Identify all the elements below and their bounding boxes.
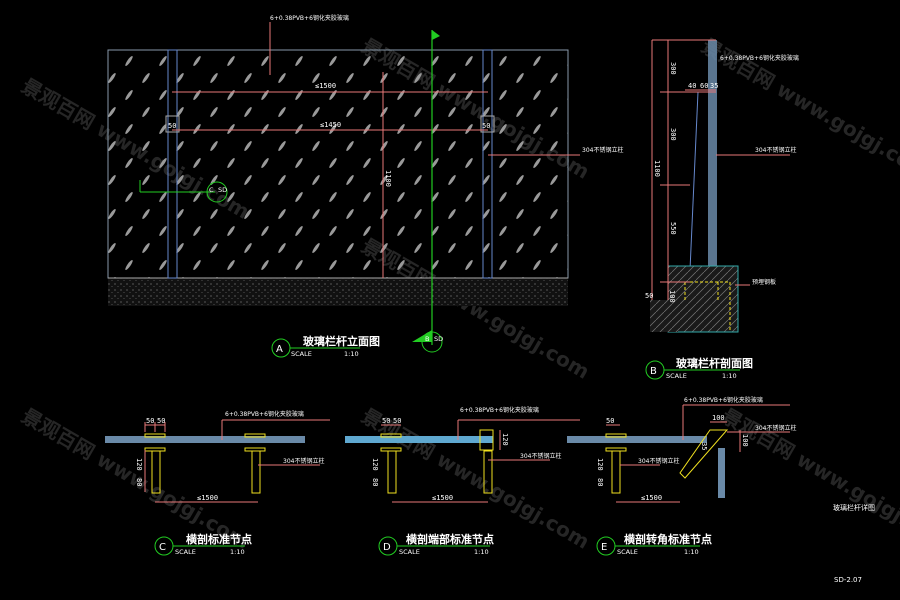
post-right: [480, 49, 495, 279]
svg-text:50: 50: [393, 417, 401, 425]
svg-text:304不锈钢立柱: 304不锈钢立柱: [755, 424, 796, 432]
svg-text:B: B: [650, 366, 657, 377]
view-a-title: A 玻璃栏杆立面图 SCALE 1:10: [271, 334, 380, 358]
view-c-detail: 50 50 120 80 ≤1500 6+0.38PVB+6钢化夹胶玻璃 304…: [105, 410, 330, 556]
glass-panel: [107, 49, 569, 279]
svg-text:SCALE: SCALE: [399, 548, 420, 556]
svg-text:D: D: [383, 542, 391, 553]
sheet-title: 玻璃栏杆详图: [833, 503, 875, 512]
svg-text:50: 50: [645, 292, 653, 300]
view-d-detail: 50 50 120 80 ≤1500 120 6+0.38PVB+6钢化夹胶玻璃…: [345, 406, 580, 556]
svg-text:1:10: 1:10: [684, 548, 699, 556]
svg-text:SCALE: SCALE: [617, 548, 638, 556]
svg-text:50: 50: [157, 417, 165, 425]
section-marker-b[interactable]: B SD: [412, 330, 443, 353]
svg-text:120: 120: [135, 458, 143, 471]
svg-text:40: 40: [688, 82, 696, 90]
view-b-section: 300 300 550 1100 40 60 35 50 100 6+0.38P…: [645, 39, 799, 380]
svg-text:120: 120: [596, 458, 604, 471]
svg-text:6+0.38PVB+6钢化夹胶玻璃: 6+0.38PVB+6钢化夹胶玻璃: [225, 410, 304, 418]
view-c-title: C 横剖标准节点 SCALE 1:10: [154, 532, 252, 556]
view-a-elevation: 6+0.38PVB+6钢化夹胶玻璃 ≤1500 ≤1450 1100 50 50…: [107, 14, 623, 358]
svg-text:6+0.38PVB+6钢化夹胶玻璃: 6+0.38PVB+6钢化夹胶玻璃: [720, 54, 799, 62]
svg-text:80: 80: [371, 478, 379, 486]
svg-text:50: 50: [382, 417, 390, 425]
svg-text:横剖标准节点: 横剖标准节点: [186, 532, 252, 546]
svg-text:80: 80: [596, 478, 604, 486]
svg-text:1100: 1100: [653, 160, 661, 177]
svg-text:预埋钢板: 预埋钢板: [752, 278, 776, 286]
svg-text:50: 50: [606, 417, 614, 425]
svg-text:SD: SD: [434, 335, 443, 343]
post-left: [165, 49, 180, 279]
svg-text:玻璃栏杆立面图: 玻璃栏杆立面图: [303, 334, 380, 348]
svg-text:304不锈钢立柱: 304不锈钢立柱: [520, 452, 561, 460]
view-d-title: D 横剖端部标准节点 SCALE 1:10: [378, 532, 494, 556]
svg-text:120: 120: [371, 458, 379, 471]
svg-text:SD: SD: [218, 186, 227, 194]
view-e-title: E 横剖转角标准节点 SCALE 1:10: [596, 532, 712, 556]
svg-text:6+0.38PVB+6钢化夹胶玻璃: 6+0.38PVB+6钢化夹胶玻璃: [684, 396, 763, 404]
svg-text:100: 100: [741, 434, 749, 447]
svg-text:≤1500: ≤1500: [641, 494, 662, 502]
svg-text:50: 50: [168, 122, 176, 130]
svg-text:横剖端部标准节点: 横剖端部标准节点: [406, 532, 494, 546]
svg-text:1:10: 1:10: [344, 350, 359, 358]
svg-text:300: 300: [669, 128, 677, 141]
svg-text:景观百网 www.gojgj.com: 景观百网 www.gojgj.com: [718, 404, 900, 554]
svg-text:玻璃栏杆剖面图: 玻璃栏杆剖面图: [676, 356, 753, 370]
svg-text:SCALE: SCALE: [666, 372, 687, 380]
svg-text:SCALE: SCALE: [175, 548, 196, 556]
svg-text:横剖转角标准节点: 横剖转角标准节点: [624, 532, 712, 546]
svg-text:304不锈钢立柱: 304不锈钢立柱: [582, 146, 623, 154]
svg-text:≤1450: ≤1450: [320, 121, 341, 129]
svg-text:100: 100: [712, 414, 725, 422]
svg-text:B: B: [425, 335, 429, 343]
sheet-number: SD-2.07: [834, 576, 862, 584]
svg-text:80: 80: [135, 478, 143, 486]
svg-text:35: 35: [710, 82, 718, 90]
svg-text:304不锈钢立柱: 304不锈钢立柱: [755, 146, 796, 154]
svg-text:304不锈钢立柱: 304不锈钢立柱: [638, 457, 679, 465]
svg-text:1100: 1100: [384, 170, 392, 187]
svg-text:300: 300: [669, 62, 677, 75]
svg-text:60: 60: [700, 82, 708, 90]
svg-text:304不锈钢立柱: 304不锈钢立柱: [283, 457, 324, 465]
svg-text:35: 35: [700, 442, 708, 450]
svg-text:6+0.38PVB+6钢化夹胶玻璃: 6+0.38PVB+6钢化夹胶玻璃: [270, 14, 349, 22]
svg-text:1:10: 1:10: [474, 548, 489, 556]
svg-text:6+0.38PVB+6钢化夹胶玻璃: 6+0.38PVB+6钢化夹胶玻璃: [460, 406, 539, 414]
svg-text:C: C: [209, 186, 214, 194]
svg-text:景观百网 www.gojgj.com: 景观百网 www.gojgj.com: [358, 404, 594, 554]
svg-text:550: 550: [669, 222, 677, 235]
svg-text:50: 50: [482, 122, 490, 130]
svg-text:100: 100: [668, 290, 676, 303]
svg-text:1:10: 1:10: [230, 548, 245, 556]
svg-text:≤1500: ≤1500: [197, 494, 218, 502]
svg-text:50: 50: [146, 417, 154, 425]
svg-text:A: A: [276, 344, 283, 355]
ground: [108, 278, 568, 306]
svg-text:120: 120: [501, 433, 509, 446]
section-marker-c[interactable]: C SD: [206, 181, 228, 203]
view-e-detail: 50 120 80 ≤1500 100 35 100 6+0.38PVB+6钢化…: [567, 396, 796, 556]
svg-text:C: C: [159, 542, 166, 553]
glass-section: [708, 40, 717, 272]
svg-text:≤1500: ≤1500: [432, 494, 453, 502]
svg-text:SCALE: SCALE: [291, 350, 312, 358]
svg-text:E: E: [601, 542, 607, 553]
svg-text:1:10: 1:10: [722, 372, 737, 380]
svg-text:≤1500: ≤1500: [315, 82, 336, 90]
view-b-title: B 玻璃栏杆剖面图 SCALE 1:10: [645, 356, 753, 380]
